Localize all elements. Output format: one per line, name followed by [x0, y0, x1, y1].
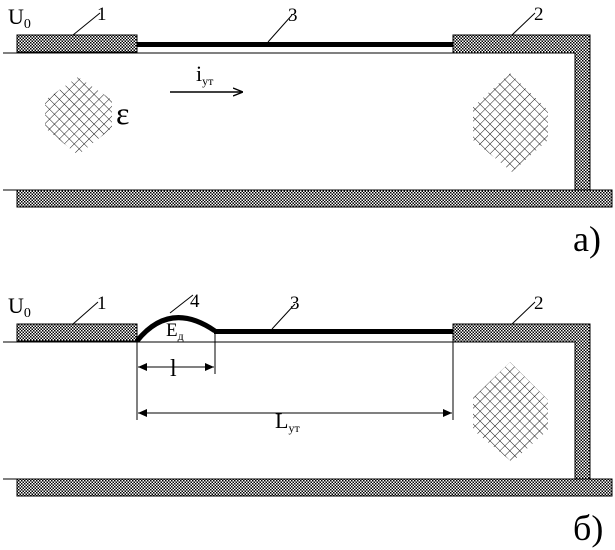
electrode-1-b — [16, 323, 138, 342]
short-dimension-label-b: l — [170, 356, 177, 382]
ground-plate-a — [16, 189, 613, 208]
voltage-label-b: U — [8, 293, 24, 318]
leader-3-a — [267, 14, 293, 43]
svg-text:Lут: Lут — [275, 408, 300, 435]
callout-3-b: 3 — [290, 293, 300, 314]
svg-text:U0: U0 — [8, 293, 31, 321]
panel-b: U0 1 4 3 2 Eд l Lут б) — [3, 291, 613, 548]
svg-text:Eд: Eд — [166, 320, 184, 343]
svg-text:U0: U0 — [8, 4, 31, 32]
mesh-region-left-a — [45, 77, 112, 155]
callout-2-b: 2 — [534, 293, 544, 314]
current-label-a: i — [196, 61, 202, 86]
medium-label-a: ε — [116, 95, 129, 131]
long-dimension-sub-b: ут — [288, 421, 300, 435]
conductor-3-b — [214, 329, 453, 334]
svg-text:iут: iут — [196, 61, 214, 88]
field-sub-b: д — [178, 329, 184, 343]
callout-4-b: 4 — [190, 291, 200, 312]
voltage-label-a: U — [8, 4, 24, 29]
hatch-region-right-a — [473, 73, 548, 172]
voltage-sub-a: 0 — [24, 17, 31, 32]
ground-plate-b — [16, 478, 613, 497]
callout-1-a: 1 — [97, 4, 107, 25]
voltage-sub-b: 0 — [24, 306, 31, 321]
callout-3-a: 3 — [288, 5, 298, 26]
callout-1-b: 1 — [97, 293, 107, 314]
panel-label-a: а) — [573, 219, 601, 259]
leader-1-b — [72, 301, 99, 325]
callout-2-a: 2 — [534, 4, 544, 25]
panel-label-b: б) — [573, 508, 603, 548]
discharge-arc-4-b — [135, 315, 217, 343]
leader-2-b — [511, 301, 536, 325]
electrode-1-a — [16, 34, 138, 53]
field-label-b: E — [166, 320, 178, 341]
current-sub-a: ут — [202, 74, 214, 88]
leader-4-b — [169, 294, 194, 314]
leader-3-b — [271, 303, 296, 330]
panel-a: U0 1 3 2 iут ε а) — [3, 4, 613, 259]
leader-2-a — [511, 12, 536, 36]
conductor-3-a — [137, 42, 453, 47]
leader-1-a — [72, 12, 101, 36]
long-dimension-label-b: L — [275, 408, 288, 433]
hatch-region-right-b — [473, 362, 548, 462]
